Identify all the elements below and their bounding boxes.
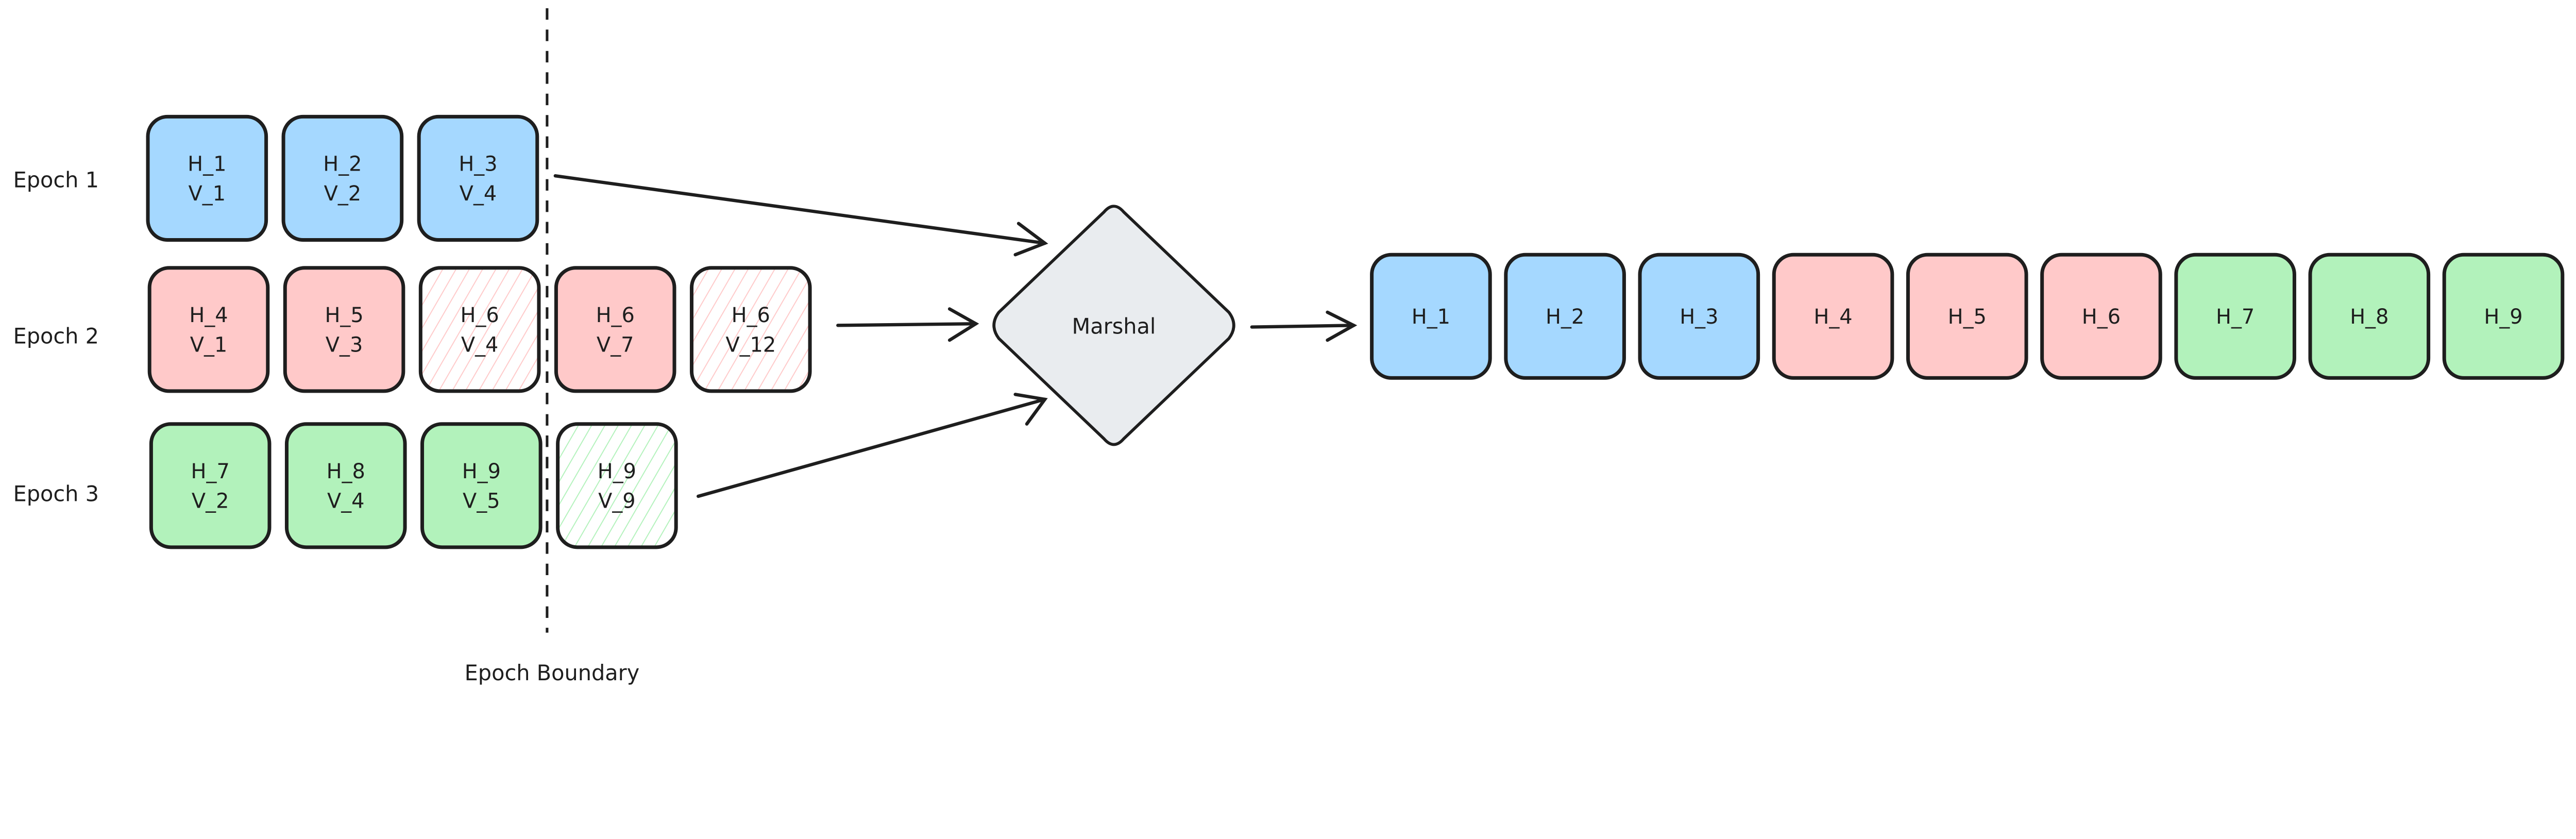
output-boxes: H_1 H_2 H_3 H_4 H_5 H_6 H_7 H_8 H_9 — [1370, 253, 2565, 380]
output-box: H_8 — [2308, 253, 2431, 380]
box-shape — [556, 422, 678, 549]
epoch-label: Epoch 2 — [13, 324, 99, 348]
box-v-label: V_4 — [460, 182, 497, 206]
box-shape — [149, 422, 272, 549]
box-v-label: V_1 — [189, 182, 226, 206]
box-shape — [689, 266, 812, 393]
box-shape — [554, 266, 676, 393]
box-h-label: H_6 — [732, 304, 770, 327]
box-h-label: H_9 — [462, 460, 501, 483]
box-v-label: V_4 — [327, 489, 365, 513]
box-v-label: V_5 — [463, 489, 500, 513]
arrow-epoch2-to-marshal — [836, 307, 979, 342]
box-shape — [1772, 253, 1894, 380]
box-h-label: H_1 — [188, 153, 226, 176]
box-h-label: H_8 — [327, 460, 365, 483]
epoch-label: Epoch 3 — [13, 482, 99, 507]
input-box: H_4V_1 — [147, 266, 270, 393]
box-shape — [281, 114, 404, 242]
epoch-labels: Epoch 1 Epoch 2 Epoch 3 — [13, 168, 99, 507]
box-h-label: H_5 — [325, 304, 363, 327]
box-h-label: H_1 — [1412, 305, 1450, 329]
box-shape — [2442, 253, 2565, 380]
input-box-hatched: H_6V_4 — [418, 266, 541, 393]
arrow-epoch3-to-marshal — [697, 393, 1048, 498]
input-box-hatched: H_6V_12 — [689, 266, 812, 393]
box-shape — [417, 114, 539, 242]
box-v-label: V_9 — [598, 489, 636, 513]
output-box: H_9 — [2442, 253, 2565, 380]
output-box: H_6 — [2040, 253, 2162, 380]
box-shape — [147, 266, 270, 393]
box-h-label: H_5 — [1948, 305, 1987, 329]
box-shape — [1638, 253, 1760, 380]
output-box: H_2 — [1504, 253, 1626, 380]
arrow-marshal-to-output — [1250, 310, 1358, 342]
marshal-label: Marshal — [1072, 314, 1156, 339]
input-box: H_8V_4 — [284, 422, 407, 549]
box-h-label: H_7 — [191, 460, 230, 483]
input-box: H_3V_4 — [417, 114, 539, 242]
box-h-label: H_9 — [2484, 305, 2522, 329]
box-shape — [2040, 253, 2162, 380]
input-box: H_2V_2 — [281, 114, 404, 242]
input-box: H_7V_2 — [149, 422, 272, 549]
box-h-label: H_4 — [189, 304, 228, 327]
box-h-label: H_2 — [323, 153, 362, 176]
box-h-label: H_8 — [2350, 305, 2388, 329]
epoch-boundary-label: Epoch Boundary — [465, 661, 640, 685]
box-v-label: V_2 — [192, 489, 229, 513]
box-shape — [1906, 253, 2028, 380]
box-h-label: H_6 — [596, 304, 635, 327]
input-box: H_6V_7 — [554, 266, 676, 393]
output-box: H_3 — [1638, 253, 1760, 380]
box-shape — [2308, 253, 2431, 380]
input-box-hatched: H_9V_9 — [556, 422, 678, 549]
output-box: H_7 — [2174, 253, 2296, 380]
box-v-label: V_3 — [326, 333, 363, 357]
output-box: H_5 — [1906, 253, 2028, 380]
arrows — [553, 174, 1358, 498]
box-h-label: H_6 — [461, 304, 499, 327]
box-shape — [1504, 253, 1626, 380]
box-v-label: V_2 — [324, 182, 362, 206]
epoch-label: Epoch 1 — [13, 168, 99, 193]
box-h-label: H_2 — [1546, 305, 1584, 329]
marshal-node: Marshal — [992, 205, 1235, 446]
input-box: H_1V_1 — [146, 114, 268, 242]
box-v-label: V_12 — [725, 333, 776, 357]
box-v-label: V_7 — [597, 333, 634, 357]
box-h-label: H_7 — [2216, 305, 2255, 329]
box-v-label: V_4 — [461, 333, 499, 357]
box-h-label: H_9 — [598, 460, 636, 483]
box-shape — [146, 114, 268, 242]
box-v-label: V_1 — [190, 333, 228, 357]
output-box: H_4 — [1772, 253, 1894, 380]
box-h-label: H_4 — [1814, 305, 1852, 329]
arrow-epoch1-to-marshal — [553, 174, 1048, 257]
box-shape — [284, 422, 407, 549]
input-box: H_9V_5 — [420, 422, 543, 549]
box-shape — [418, 266, 541, 393]
box-shape — [283, 266, 405, 393]
box-shape — [420, 422, 543, 549]
input-boxes: H_1V_1H_2V_2H_3V_4H_4V_1H_5V_3H_6V_4H_6V… — [146, 114, 812, 549]
box-h-label: H_3 — [459, 153, 497, 176]
input-box: H_5V_3 — [283, 266, 405, 393]
box-h-label: H_6 — [2082, 305, 2121, 329]
box-shape — [2174, 253, 2296, 380]
box-h-label: H_3 — [1680, 305, 1718, 329]
box-shape — [1370, 253, 1492, 380]
output-box: H_1 — [1370, 253, 1492, 380]
marshal-diamond — [992, 205, 1235, 446]
